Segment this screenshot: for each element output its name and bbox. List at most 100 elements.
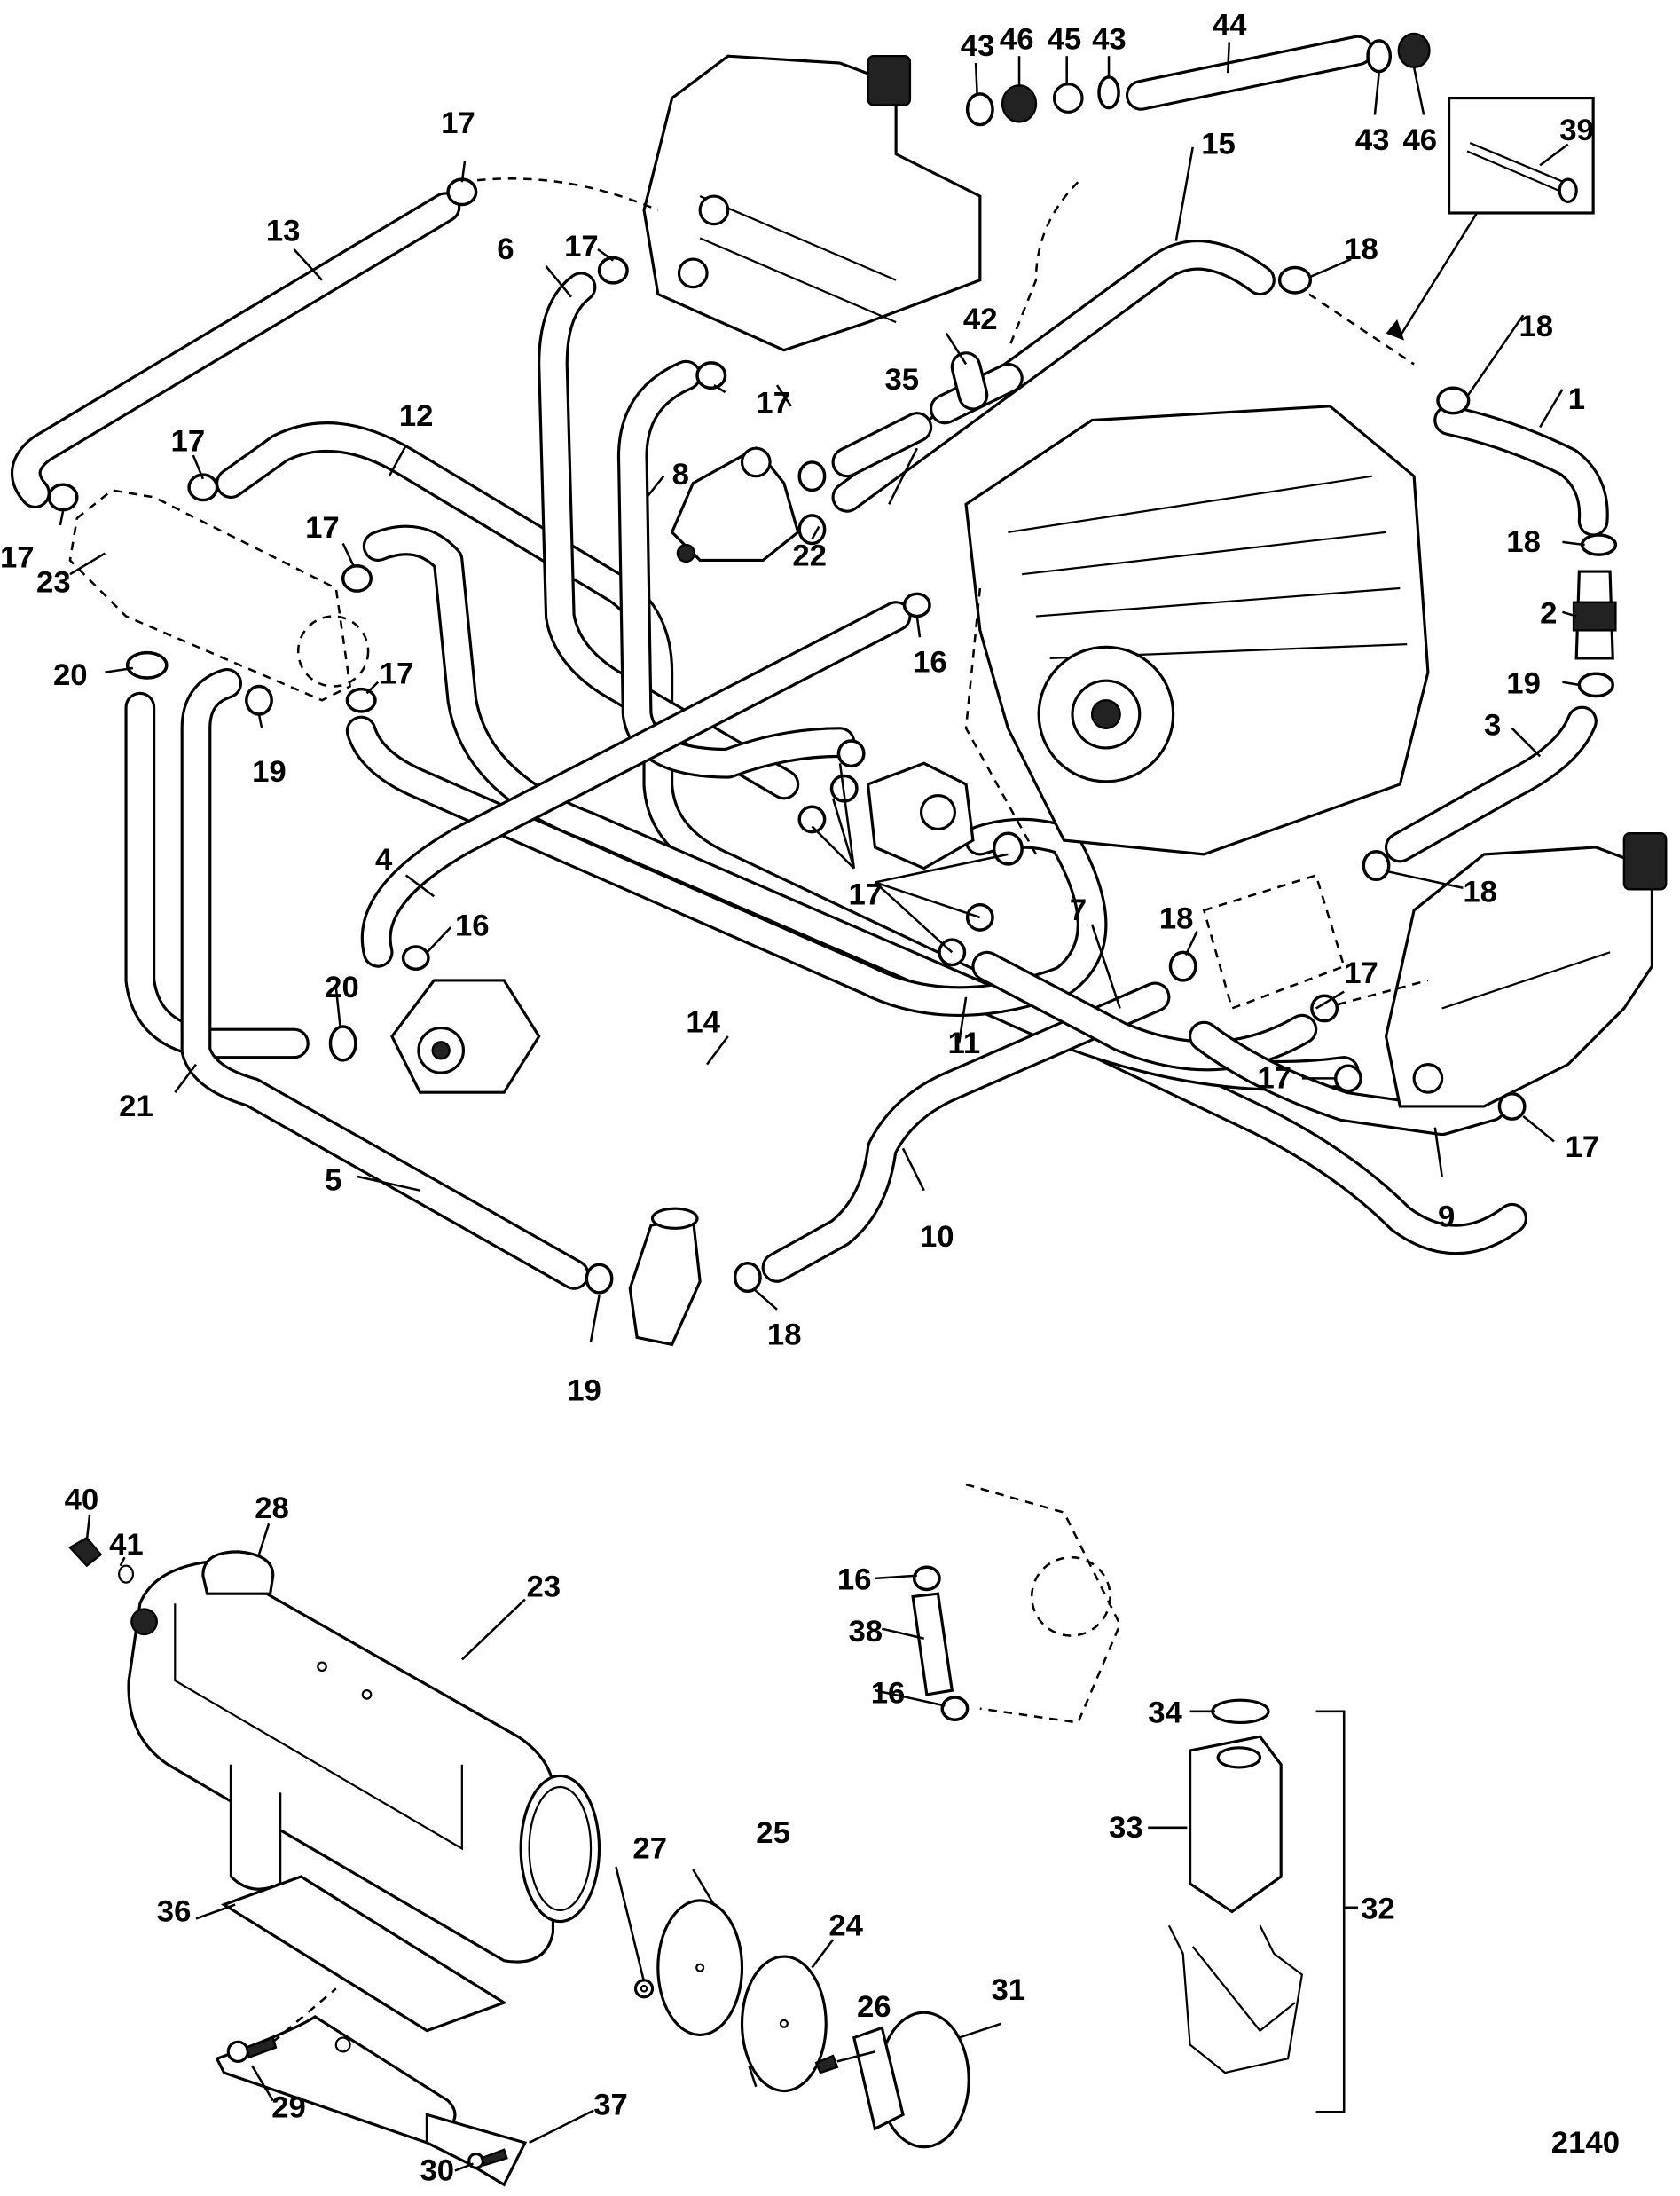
- callout-32: 32: [1361, 1892, 1395, 1925]
- callout-29: 29: [271, 2091, 306, 2125]
- callout-42: 42: [963, 303, 998, 336]
- hose-3: [1384, 705, 1598, 863]
- callout-16-b: 16: [455, 909, 490, 942]
- callout-19-b: 19: [252, 755, 287, 789]
- end-cap-24: [740, 1955, 828, 2093]
- hose-9: [1189, 1020, 1507, 1137]
- hose-6: [538, 272, 800, 800]
- callout-30: 30: [420, 2154, 455, 2188]
- inset-part-39: [1386, 96, 1595, 341]
- routing-line: [461, 177, 659, 211]
- fitting-2: [1572, 570, 1617, 660]
- callout-16-d: 16: [871, 1676, 906, 1710]
- callout-25: 25: [756, 1816, 790, 1850]
- callout-17-d: 17: [171, 424, 206, 458]
- exhaust-manifold-port: [642, 54, 982, 352]
- hose-15: [831, 240, 1276, 513]
- callout-44: 44: [1213, 9, 1247, 43]
- drain-plug-40: [68, 1536, 103, 1568]
- callout-11: 11: [948, 1027, 981, 1060]
- heat-exchanger-phantom: [68, 489, 370, 702]
- callout-15: 15: [1201, 128, 1236, 161]
- leader-lines: [59, 42, 1585, 2172]
- callout-46-b: 46: [1402, 123, 1437, 157]
- callout-6: 6: [497, 232, 514, 266]
- hoses: [11, 35, 1609, 1290]
- callout-17-k: 17: [1566, 1130, 1600, 1164]
- callout-27: 27: [632, 1832, 667, 1866]
- callout-18-d: 18: [1463, 876, 1497, 909]
- hose-4: [360, 601, 912, 968]
- callout-23-b: 23: [526, 1570, 561, 1603]
- hose-44: [1125, 35, 1374, 111]
- callout-34: 34: [1148, 1696, 1182, 1729]
- hose-13: [11, 192, 461, 509]
- callout-14: 14: [686, 1005, 720, 1039]
- callout-46-a: 46: [1000, 22, 1034, 56]
- callout-17-f: 17: [305, 511, 340, 545]
- callout-8: 8: [672, 458, 689, 492]
- callout-17-g: 17: [380, 657, 414, 690]
- callout-16-a: 16: [913, 646, 947, 680]
- callout-17-c: 17: [756, 387, 790, 421]
- gasket-36: [220, 1875, 507, 2033]
- thermostat-housing: [866, 761, 975, 870]
- callout-21: 21: [119, 1090, 153, 1123]
- callout-4: 4: [375, 843, 393, 877]
- callout-labels: 1 2 3 4 5 6 7 8 9 10 11 12 13 14 15 16 1…: [0, 9, 1599, 2188]
- callout-17-a: 17: [441, 106, 475, 140]
- callout-17-e: 17: [0, 540, 35, 574]
- callout-24: 24: [828, 1909, 863, 1942]
- fittings-top: [965, 32, 1431, 127]
- callout-22: 22: [792, 539, 827, 573]
- callout-19-c: 19: [567, 1373, 601, 1407]
- screw-26: [814, 2054, 839, 2074]
- hose-42: [930, 351, 1024, 425]
- callout-18-a: 18: [1344, 232, 1378, 266]
- callout-26: 26: [857, 1990, 891, 2024]
- seawater-pump: [390, 979, 541, 1094]
- callout-33: 33: [1109, 1811, 1143, 1845]
- figure-number: 2140: [1551, 2126, 1620, 2160]
- callout-45: 45: [1048, 22, 1082, 56]
- band-clamp-31: [852, 2011, 970, 2149]
- callout-23-a: 23: [36, 566, 71, 600]
- o-ring-41: [118, 1564, 135, 1584]
- callout-10: 10: [920, 1220, 954, 1254]
- callout-16-c: 16: [837, 1562, 872, 1596]
- callout-17-h: 17: [848, 878, 883, 912]
- hose-35: [831, 412, 933, 478]
- callout-12: 12: [399, 399, 434, 433]
- callout-7: 7: [1070, 893, 1087, 927]
- hose-38-detail: [911, 1483, 1122, 1724]
- callout-18-e: 18: [1159, 902, 1194, 936]
- callout-9: 9: [1438, 1200, 1455, 1234]
- circulating-pump: [670, 446, 800, 563]
- hose-10: [761, 981, 1171, 1283]
- routing-line: [1308, 293, 1415, 366]
- callout-36: 36: [157, 1895, 192, 1929]
- callout-17-i: 17: [1344, 956, 1378, 990]
- routing-line: [1323, 979, 1429, 1010]
- callout-38: 38: [848, 1615, 883, 1649]
- heat-exchanger: [127, 1560, 601, 1964]
- washer-27: [633, 1979, 655, 1999]
- callout-18-f: 18: [767, 1318, 802, 1351]
- mounting-bracket-phantom: [1202, 873, 1346, 1011]
- hose-12: [216, 421, 1527, 1255]
- hose-clamps: [47, 177, 1618, 1295]
- hose-14: [362, 524, 1360, 1091]
- callout-19-a: 19: [1506, 666, 1541, 700]
- callout-43-a: 43: [961, 29, 995, 63]
- callout-28: 28: [255, 1492, 289, 1525]
- end-cap-gasket-25: [656, 1899, 744, 2036]
- callout-31: 31: [991, 1973, 1025, 2007]
- callout-1: 1: [1568, 382, 1585, 416]
- engine-block: [964, 405, 1430, 856]
- callout-37: 37: [593, 2088, 628, 2121]
- callout-2: 2: [1540, 596, 1557, 630]
- callout-13: 13: [266, 215, 301, 248]
- callout-20-a: 20: [53, 658, 88, 692]
- callout-39: 39: [1559, 114, 1594, 147]
